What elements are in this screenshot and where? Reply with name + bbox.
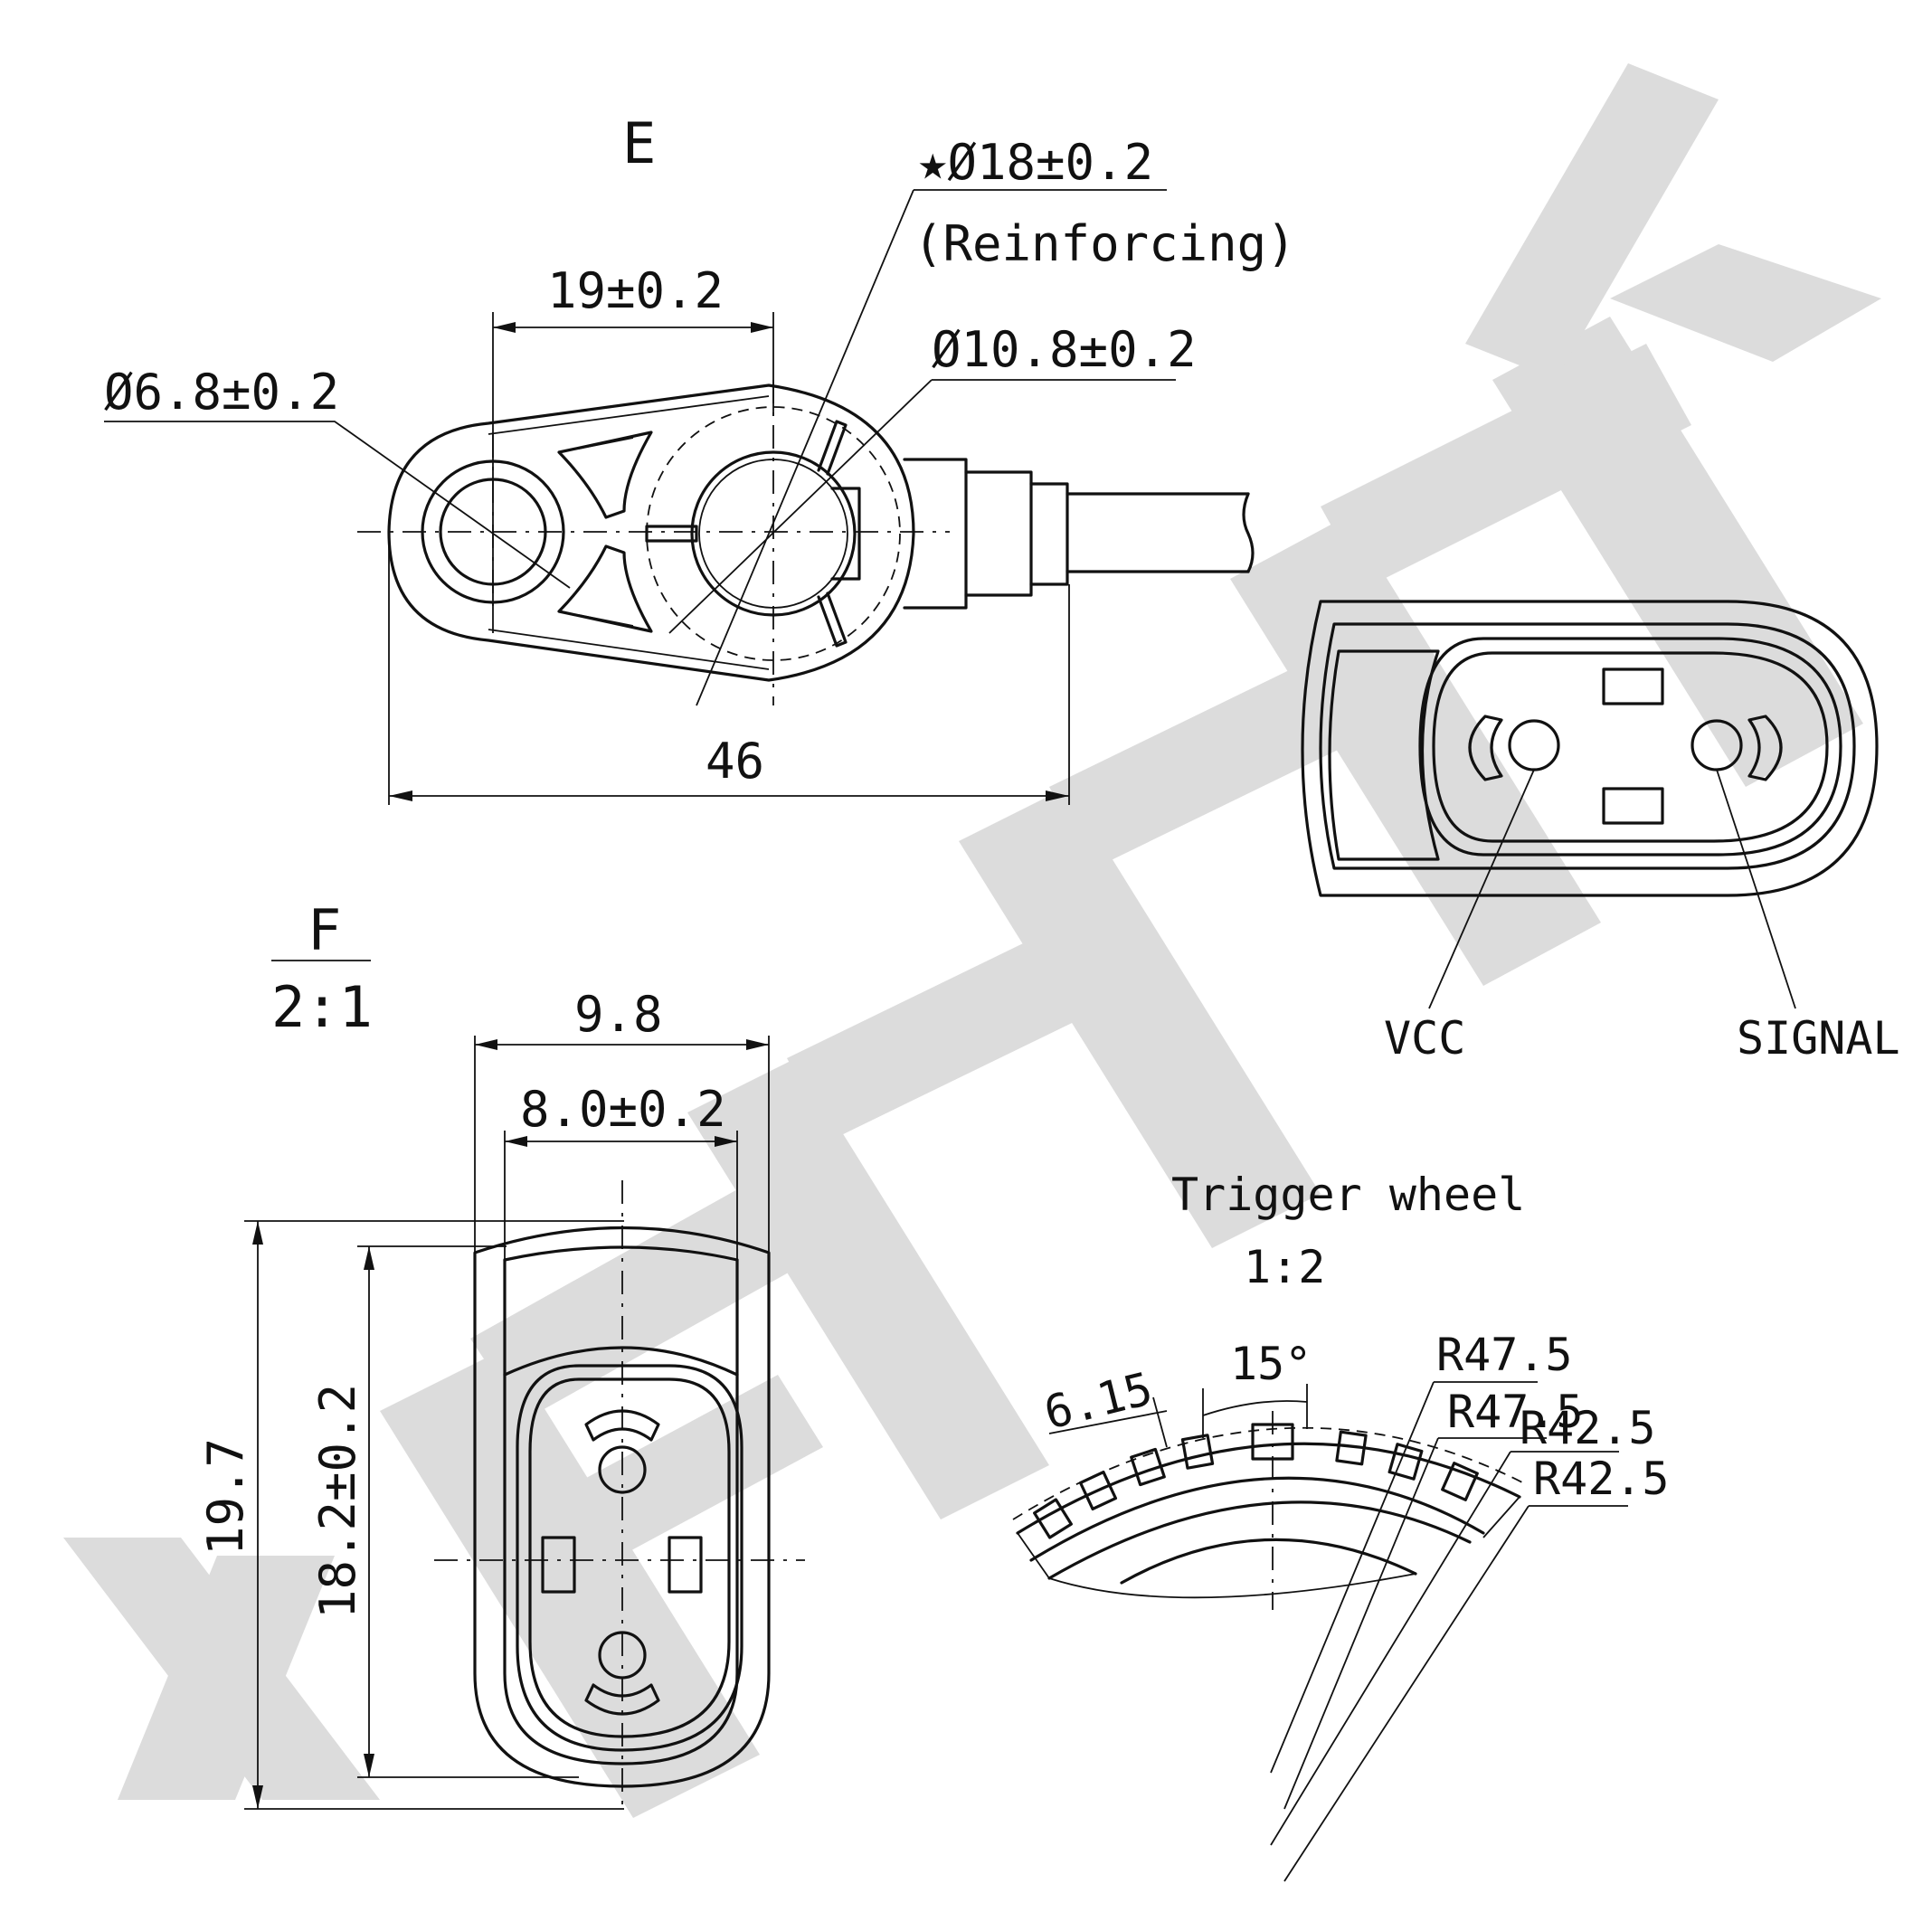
view-e-label: E xyxy=(622,110,656,176)
dim-inner-width: 8.0±0.2 xyxy=(520,1081,726,1138)
trigger-wheel-scale: 1:2 xyxy=(1244,1241,1325,1293)
dim-inner-hole: Ø10.8±0.2 xyxy=(932,321,1197,378)
trigger-wheel: Trigger wheel 1:2 15° 6.15 xyxy=(1012,1169,1670,1882)
dim-inner-height: 18.2±0.2 xyxy=(309,1384,366,1619)
dim-width: 9.8 xyxy=(574,986,663,1043)
dim-angle: 15° xyxy=(1230,1338,1312,1390)
trigger-wheel-title: Trigger wheel xyxy=(1171,1169,1525,1221)
dim-height: 19.7 xyxy=(197,1438,254,1556)
dim-radius-inner-a: R42.5 xyxy=(1520,1402,1656,1454)
view-e: E 19±0.2 xyxy=(104,110,1296,805)
dim-tooth-width: 6.15 xyxy=(1039,1362,1158,1439)
dim-small-hole: Ø6.8±0.2 xyxy=(104,364,339,421)
sensor-body xyxy=(903,458,968,610)
view-f-scale: 2:1 xyxy=(271,974,373,1040)
dim-spacing: 19±0.2 xyxy=(547,262,724,319)
vcc-label: VCC xyxy=(1384,1012,1465,1065)
dim-radius-outer-b: R47.5 xyxy=(1447,1386,1584,1438)
dim-radius-inner-b: R42.5 xyxy=(1533,1453,1670,1505)
vcc-pin xyxy=(1508,719,1560,771)
dim-outer-hole-note: (Reinforcing) xyxy=(914,215,1296,272)
connector-face: VCC SIGNAL xyxy=(1301,600,1900,1065)
signal-label: SIGNAL xyxy=(1737,1012,1900,1065)
dim-outer-hole: ★Ø18±0.2 xyxy=(918,134,1153,191)
bracket-outline xyxy=(387,383,915,682)
reinforcing-circle xyxy=(646,406,901,661)
view-f-label: F xyxy=(308,897,341,963)
dim-radius-outer-a: R47.5 xyxy=(1436,1329,1573,1381)
view-f: F 2:1 9.8 8.0±0.2 xyxy=(197,897,805,1810)
dim-length: 46 xyxy=(706,733,764,790)
